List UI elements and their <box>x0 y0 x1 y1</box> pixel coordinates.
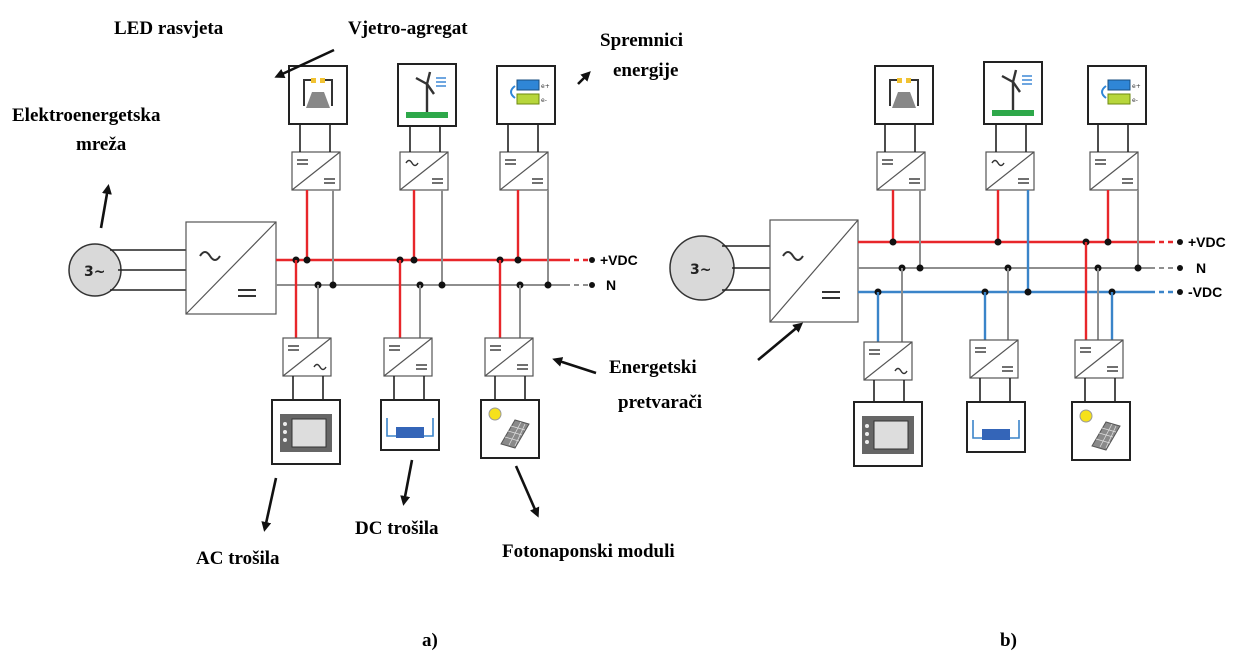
label-converters-2: pretvarači <box>618 392 702 413</box>
solar-panel-icon <box>480 399 540 459</box>
caption-a: a) <box>422 630 438 651</box>
grid-generator-icon: 3~ <box>669 235 735 301</box>
label-pv: Fotonaponski moduli <box>502 541 675 562</box>
label-storage-2: energije <box>613 60 678 81</box>
dc-load-icon <box>380 399 440 451</box>
wind-turbine-icon <box>396 62 458 128</box>
label-dc-loads: DC trošila <box>355 518 439 539</box>
battery-storage-icon <box>1087 65 1147 125</box>
grid-generator-icon: 3~ <box>68 243 122 297</box>
label-ac-loads: AC trošila <box>196 548 280 569</box>
microwave-icon <box>271 399 341 465</box>
bus-label-plus-a: +VDC <box>600 252 638 268</box>
main-ac-dc-converter <box>185 221 277 315</box>
svg-text:3~: 3~ <box>690 262 711 278</box>
solar-panel-icon <box>1071 401 1131 461</box>
led-lamp-icon <box>874 65 934 125</box>
bus-label-n-b: N <box>1196 260 1206 276</box>
caption-b: b) <box>1000 630 1017 651</box>
svg-text:3~: 3~ <box>84 264 105 280</box>
led-lamp-icon <box>288 65 348 125</box>
wind-turbine-icon <box>982 60 1044 126</box>
label-wind: Vjetro-agregat <box>348 18 468 39</box>
bus-label-n-a: N <box>606 277 616 293</box>
main-ac-dc-converter <box>769 219 859 323</box>
diagram-a: 3~ +VDC N <box>68 62 638 465</box>
microwave-icon <box>853 401 923 467</box>
dc-load-icon <box>966 401 1026 453</box>
battery-storage-icon <box>496 65 556 125</box>
label-storage-1: Spremnici <box>600 30 683 51</box>
label-grid-1: Elektroenergetska <box>12 105 161 126</box>
label-led: LED rasvjeta <box>114 18 224 39</box>
label-grid-2: mreža <box>76 134 127 155</box>
bus-label-plus-b: +VDC <box>1188 234 1226 250</box>
diagram-b: 3~ +VDC N -VDC <box>669 60 1226 467</box>
bus-label-minus-b: -VDC <box>1188 284 1222 300</box>
label-converters-1: Energetski <box>609 357 697 378</box>
